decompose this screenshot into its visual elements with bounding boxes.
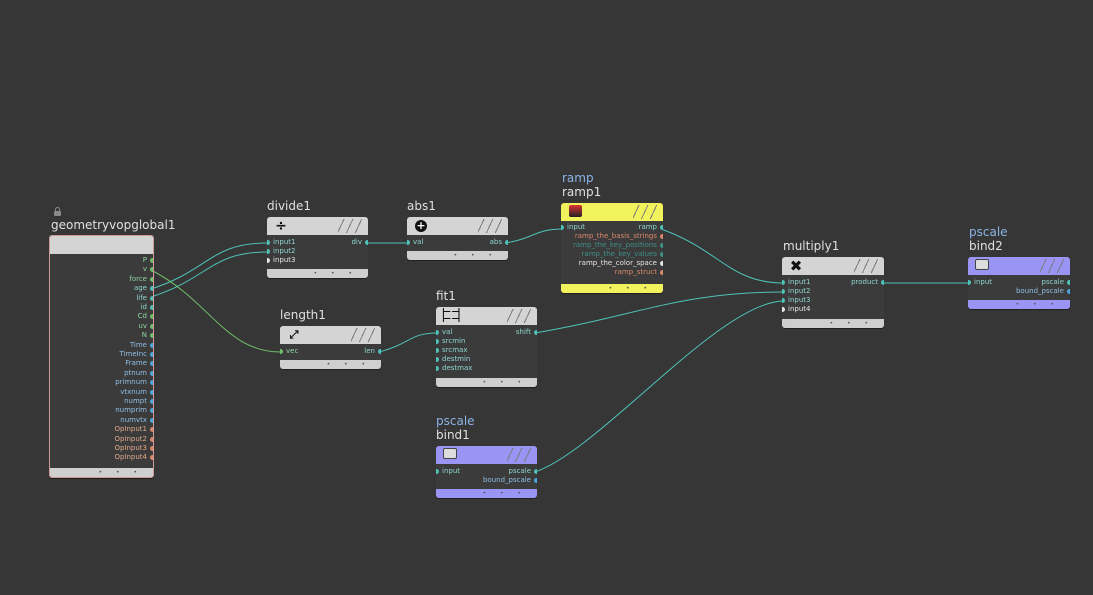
port-bound-pscale[interactable]: bound_pscale bbox=[1016, 287, 1070, 296]
port-v[interactable]: v bbox=[143, 265, 153, 274]
port-ramp-color-space[interactable]: ramp_the_color_space bbox=[579, 259, 663, 268]
port-destmax[interactable]: destmax bbox=[436, 364, 472, 373]
wire-ramp-to-multiply-input1[interactable] bbox=[660, 228, 785, 284]
node-title: bind2 bbox=[969, 239, 1003, 253]
port-pscale[interactable]: pscale bbox=[509, 467, 537, 476]
port-input[interactable]: input bbox=[436, 467, 460, 476]
node-body[interactable]: • • • input pscale bound_pscale bbox=[436, 446, 537, 498]
wire-life-to-divide-input2[interactable] bbox=[150, 251, 269, 298]
port-val[interactable]: val bbox=[407, 238, 423, 247]
plus-circle-icon: + bbox=[415, 219, 427, 232]
port-input1[interactable]: input1 bbox=[782, 278, 810, 287]
divide-icon: ÷ bbox=[275, 218, 287, 234]
port-shift[interactable]: shift bbox=[516, 328, 537, 337]
node-body[interactable]: + • • • val abs bbox=[407, 217, 508, 260]
port-vec[interactable]: vec bbox=[280, 347, 298, 356]
node-body[interactable]: ✖ • • • input1 input2 input3 input4 prod… bbox=[782, 257, 884, 328]
node-title: multiply1 bbox=[783, 239, 840, 253]
wire-abs-to-ramp[interactable] bbox=[505, 228, 564, 244]
port-srcmin[interactable]: srcmin bbox=[436, 337, 465, 346]
wire-age-to-divide-input1[interactable] bbox=[150, 242, 269, 290]
port-ramp-struct[interactable]: ramp_struct bbox=[615, 268, 663, 277]
port-input3[interactable]: input3 bbox=[267, 256, 295, 265]
port-opinput3[interactable]: OpInput3 bbox=[114, 444, 153, 453]
node-title: length1 bbox=[280, 308, 326, 322]
node-subtitle: pscale bbox=[436, 414, 475, 428]
wire-v-to-length-vec[interactable] bbox=[150, 269, 282, 353]
port-force[interactable]: force bbox=[129, 275, 153, 284]
port-pscale[interactable]: pscale bbox=[1042, 278, 1070, 287]
port-input4[interactable]: input4 bbox=[782, 305, 810, 314]
port-life[interactable]: life bbox=[136, 294, 153, 303]
port-div[interactable]: div bbox=[351, 238, 368, 247]
port-input2[interactable]: input2 bbox=[782, 287, 810, 296]
node-title: bind1 bbox=[436, 428, 470, 442]
port-input1[interactable]: input1 bbox=[267, 238, 295, 247]
port-srcmax[interactable]: srcmax bbox=[436, 346, 467, 355]
port-len[interactable]: len bbox=[364, 347, 381, 356]
port-input3[interactable]: input3 bbox=[782, 296, 810, 305]
lock-icon bbox=[54, 207, 61, 216]
node-body[interactable]: ÷ • • • input1 input2 input3 div bbox=[267, 217, 368, 278]
port-n[interactable]: N bbox=[142, 331, 153, 340]
port-destmin[interactable]: destmin bbox=[436, 355, 470, 364]
wire-length-to-fit[interactable] bbox=[378, 332, 438, 353]
node-body[interactable]: • • • input pscale bound_pscale bbox=[968, 257, 1070, 309]
bind-icon bbox=[974, 259, 990, 273]
port-age[interactable]: age bbox=[134, 284, 153, 293]
bind-icon bbox=[442, 448, 458, 462]
port-ramp-key-positions[interactable]: ramp_the_key_positions bbox=[573, 241, 663, 250]
port-ramp[interactable]: ramp bbox=[639, 223, 663, 232]
wire-fit-to-multiply-input2[interactable] bbox=[534, 291, 785, 334]
port-ramp-basis-strings[interactable]: ramp_the_basis_strings bbox=[575, 232, 663, 241]
node-title: abs1 bbox=[407, 199, 436, 213]
port-bound-pscale[interactable]: bound_pscale bbox=[483, 476, 537, 485]
port-product[interactable]: product bbox=[851, 278, 884, 287]
node-subtitle: pscale bbox=[969, 225, 1008, 239]
node-title: geometryvopglobal1 bbox=[51, 218, 176, 232]
port-input2[interactable]: input2 bbox=[267, 247, 295, 256]
ramp-icon bbox=[567, 205, 583, 219]
port-ramp-key-values[interactable]: ramp_the_key_values bbox=[582, 250, 663, 259]
port-val[interactable]: val bbox=[436, 328, 452, 337]
port-opinput2[interactable]: OpInput2 bbox=[114, 435, 153, 444]
port-id[interactable]: id bbox=[141, 303, 153, 312]
port-numprim[interactable]: numprim bbox=[115, 406, 153, 415]
port-primnum[interactable]: primnum bbox=[115, 378, 153, 387]
wire-bind1-to-multiply-input3[interactable] bbox=[534, 300, 785, 473]
node-title: ramp1 bbox=[562, 185, 602, 199]
port-p[interactable]: P bbox=[143, 256, 153, 265]
node-body[interactable]: ⊢⊣⊢⊣ • • • val srcmin srcmax destmin des… bbox=[436, 307, 537, 387]
fit-range-icon: ⊢⊣⊢⊣ bbox=[442, 307, 461, 325]
port-input[interactable]: input bbox=[968, 278, 992, 287]
port-opinput1[interactable]: OpInput1 bbox=[114, 425, 153, 434]
port-abs[interactable]: abs bbox=[490, 238, 508, 247]
port-ptnum[interactable]: ptnum bbox=[124, 369, 153, 378]
port-opinput4[interactable]: OpInput4 bbox=[114, 453, 153, 462]
port-numpt[interactable]: numpt bbox=[124, 397, 153, 406]
multiply-icon: ✖ bbox=[789, 257, 803, 275]
port-numvtx[interactable]: numvtx bbox=[120, 416, 153, 425]
port-timeinc[interactable]: TimeInc bbox=[120, 350, 153, 359]
node-body[interactable]: • • • input ramp ramp_the_basis_strings … bbox=[561, 203, 663, 293]
port-cd[interactable]: Cd bbox=[138, 312, 153, 321]
ruler-icon: ⤢ bbox=[289, 328, 299, 341]
node-title: divide1 bbox=[267, 199, 312, 213]
node-title: fit1 bbox=[436, 289, 456, 303]
node-subtitle: ramp bbox=[562, 171, 594, 185]
port-vtxnum[interactable]: vtxnum bbox=[120, 388, 153, 397]
port-uv[interactable]: uv bbox=[138, 322, 153, 331]
port-input[interactable]: input bbox=[561, 223, 585, 232]
port-frame[interactable]: Frame bbox=[125, 359, 153, 368]
node-body[interactable]: ⤢ • • • vec len bbox=[280, 326, 381, 369]
port-time[interactable]: Time bbox=[130, 341, 153, 350]
